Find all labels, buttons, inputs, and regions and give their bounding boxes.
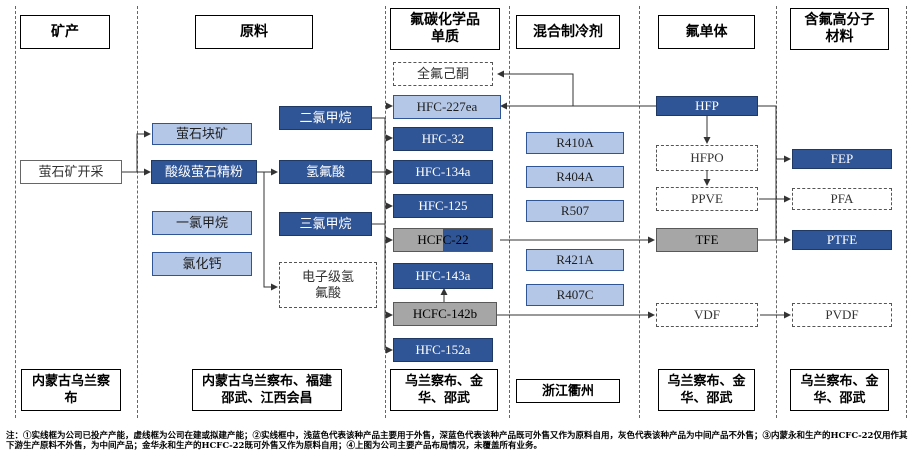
- header-monomer: 氟单体: [658, 15, 755, 49]
- box-fluorite-lump: 萤石块矿: [152, 123, 252, 145]
- location-mineral: 内蒙古乌兰察布: [21, 369, 121, 411]
- box-calcium-chloride: 氯化钙: [152, 252, 252, 276]
- box-ppve: PPVE: [656, 187, 758, 211]
- header-mineral: 矿产: [20, 15, 110, 49]
- box-tfe: TFE: [656, 228, 758, 252]
- box-hcfc-22: HCFC-22: [393, 228, 493, 252]
- box-chloroform: 三氯甲烷: [279, 212, 372, 236]
- box-r507: R507: [526, 200, 624, 222]
- column-divider: [509, 6, 510, 418]
- box-pfa: PFA: [792, 188, 892, 210]
- box-chloromethane: 一氯甲烷: [152, 211, 252, 235]
- box-r410a: R410A: [526, 132, 624, 154]
- box-hfc-125: HFC-125: [393, 194, 493, 218]
- box-acid-grade-fluorspar: 酸级萤石精粉: [151, 160, 257, 184]
- box-pvdf: PVDF: [792, 303, 892, 327]
- location-blend-refrigerant: 浙江衢州: [516, 379, 620, 403]
- box-r407c: R407C: [526, 284, 624, 306]
- box-r404a: R404A: [526, 166, 624, 188]
- box-ptfe: PTFE: [792, 230, 892, 250]
- box-hfc-143a: HFC-143a: [393, 263, 493, 289]
- location-polymer: 乌兰察布、金华、邵武: [790, 369, 889, 411]
- header-fluorocarbon: 氟碳化学品单质: [390, 8, 500, 50]
- box-dichloromethane: 二氯甲烷: [279, 106, 372, 130]
- box-vdf: VDF: [656, 303, 758, 327]
- box-fep: FEP: [792, 149, 892, 169]
- header-blend-refrigerant: 混合制冷剂: [516, 15, 620, 49]
- box-hydrofluoric-acid: 氢氟酸: [279, 160, 372, 184]
- box-hfc-152a: HFC-152a: [393, 338, 493, 362]
- column-divider: [137, 6, 138, 418]
- column-divider: [906, 6, 907, 418]
- location-fluorocarbon: 乌兰察布、金华、邵武: [390, 369, 498, 411]
- box-hcfc-142b: HCFC-142b: [393, 302, 497, 326]
- box-hfc-32: HFC-32: [393, 127, 493, 151]
- footnote: 注：①实线框为公司已投产产能，虚线框为公司在建或拟建产能；②实线框中，浅蓝色代表…: [6, 431, 908, 451]
- box-perfluorohexanone: 全氟己酮: [393, 62, 493, 86]
- box-fluorite-mining: 萤石矿开采: [20, 160, 122, 184]
- location-raw-material: 内蒙古乌兰察布、福建邵武、江西会昌: [192, 369, 342, 411]
- box-r421a: R421A: [526, 249, 624, 271]
- box-hfp: HFP: [656, 96, 758, 116]
- header-raw-material: 原料: [195, 15, 313, 49]
- header-polymer: 含氟高分子材料: [790, 8, 889, 50]
- box-electronic-grade-hf: 电子级氢氟酸: [279, 262, 377, 308]
- box-hfpo: HFPO: [656, 145, 758, 171]
- location-monomer: 乌兰察布、金华、邵武: [658, 369, 755, 411]
- column-divider: [15, 6, 16, 418]
- column-divider: [639, 6, 640, 418]
- box-hfc-227ea: HFC-227ea: [393, 95, 501, 119]
- box-hfc-134a: HFC-134a: [393, 160, 493, 184]
